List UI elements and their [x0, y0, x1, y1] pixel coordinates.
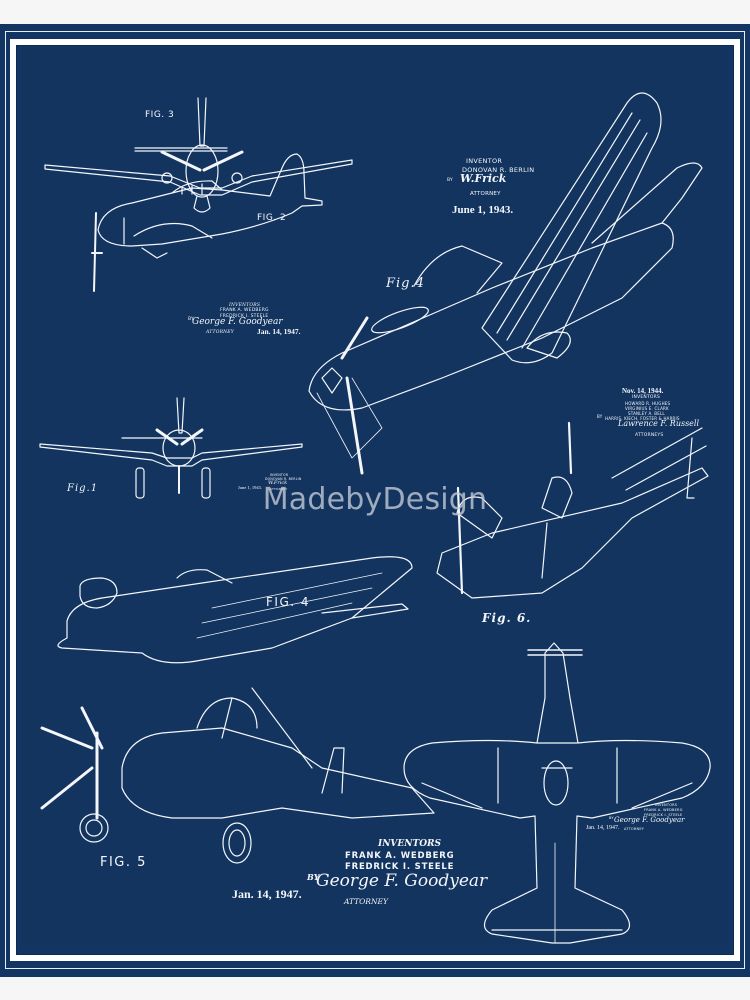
- fig5-signature: George F. Goodyear: [316, 871, 488, 891]
- fig1-inventor-name: DONOVAN R. BERLIN: [265, 477, 302, 481]
- blueprint-poster: FIG. 3 FIG. 2 Fig.4 Fig.1 FIG. 4 Fig. 6.…: [0, 24, 750, 977]
- plan-inventor-2: FREDRICK I. STEELE: [644, 813, 683, 817]
- fig1-date: June 1, 1943.: [238, 485, 262, 490]
- hughes-date: Nov. 14, 1944.: [622, 387, 664, 395]
- hughes-by: BY: [597, 414, 603, 419]
- fig2-label: FIG. 2: [257, 213, 287, 223]
- hughes-inventor-1: HOWARD R. HUGHES: [625, 401, 671, 406]
- fig1-signature: W.Frick: [268, 480, 288, 486]
- hughes-inventor-3: STANLEY A. BELL: [628, 411, 665, 416]
- berlin-attorney: ATTORNEY: [470, 191, 501, 197]
- fig1-label: Fig.1: [67, 483, 99, 494]
- fig2-inventor-1: FRANK A. WEDBERG: [220, 308, 269, 313]
- plan-signature: George F. Goodyear: [614, 816, 685, 824]
- fig5-date: Jan. 14, 1947.: [232, 887, 302, 901]
- berlin-inventor-name: DONOVAN R. BERLIN: [462, 166, 535, 174]
- hughes-attorneys: ATTORNEYS: [635, 433, 664, 438]
- plan-by: BY: [609, 816, 614, 820]
- berlin-by: BY: [447, 178, 453, 183]
- fig2-date: Jan. 14, 1947.: [257, 327, 301, 336]
- fig5-attorney: ATTORNEY: [344, 897, 388, 906]
- fig2-side-view-drawing: [91, 153, 323, 292]
- plan-inventor-1: FRANK A. WEDBERG: [644, 808, 683, 812]
- watermark-text: MadebyDesign: [262, 482, 488, 517]
- fig2-inventor-2: FREDRICK I. STEELE: [220, 314, 269, 319]
- fig2-attorney: ATTORNEY: [206, 330, 234, 335]
- aircraft-line-art: [39, 92, 711, 944]
- fig4-main-drawing: [308, 92, 703, 475]
- fig4-main-label: Fig.4: [386, 276, 425, 291]
- berlin-date: June 1, 1943.: [452, 204, 514, 216]
- hughes-signature: Lawrence F. Russell: [618, 419, 700, 428]
- fig5-inventors-heading: INVENTORS: [378, 839, 442, 849]
- fig5-inventor-2: FREDRICK I. STEELE: [345, 862, 455, 872]
- blueprint-panel: FIG. 3 FIG. 2 Fig.4 Fig.1 FIG. 4 Fig. 6.…: [22, 48, 727, 945]
- fig2-by: BY: [188, 317, 194, 322]
- berlin-inventor-heading: INVENTOR: [466, 157, 503, 165]
- fig4-bottom-drawing: [57, 556, 413, 664]
- fig4-bottom-label: FIG. 4: [266, 595, 311, 609]
- fig5-label: FIG. 5: [100, 855, 147, 870]
- hughes-inventor-2: VIRGINIUS E. CLARK: [625, 406, 669, 411]
- hughes-firm: HARRIS, KIECH, FOSTER & HARRIS: [605, 416, 680, 421]
- fig5-by: BY: [307, 872, 320, 882]
- hughes-inventors-heading: INVENTORS: [632, 395, 661, 400]
- plan-inventors-heading: INVENTORS: [655, 803, 678, 807]
- berlin-signature: W.Frick: [460, 172, 507, 185]
- fig6-drawing: [436, 421, 709, 599]
- white-frame-band: [10, 39, 740, 961]
- fig1-front-view-drawing: [39, 397, 303, 499]
- fig3-front-view-drawing: [44, 97, 353, 213]
- fig2-inventors-heading: INVENTORS: [229, 303, 261, 308]
- fig5-drawing: [40, 687, 435, 864]
- fig1-inventor-heading: INVENTOR: [270, 473, 289, 477]
- fig5-inventor-1: FRANK A. WEDBERG: [345, 851, 455, 861]
- outer-frame-line: [5, 31, 745, 969]
- plan-attorney: ATTORNEY: [624, 827, 645, 831]
- fig3-label: FIG. 3: [145, 110, 175, 120]
- fig2-signature: George F. Goodyear: [192, 317, 283, 327]
- plan-view-drawing: [403, 642, 711, 944]
- plan-date: Jan. 14, 1947.: [586, 825, 620, 831]
- fig1-attorney: ATTORNEY: [270, 487, 288, 491]
- fig6-label: Fig. 6.: [482, 611, 532, 625]
